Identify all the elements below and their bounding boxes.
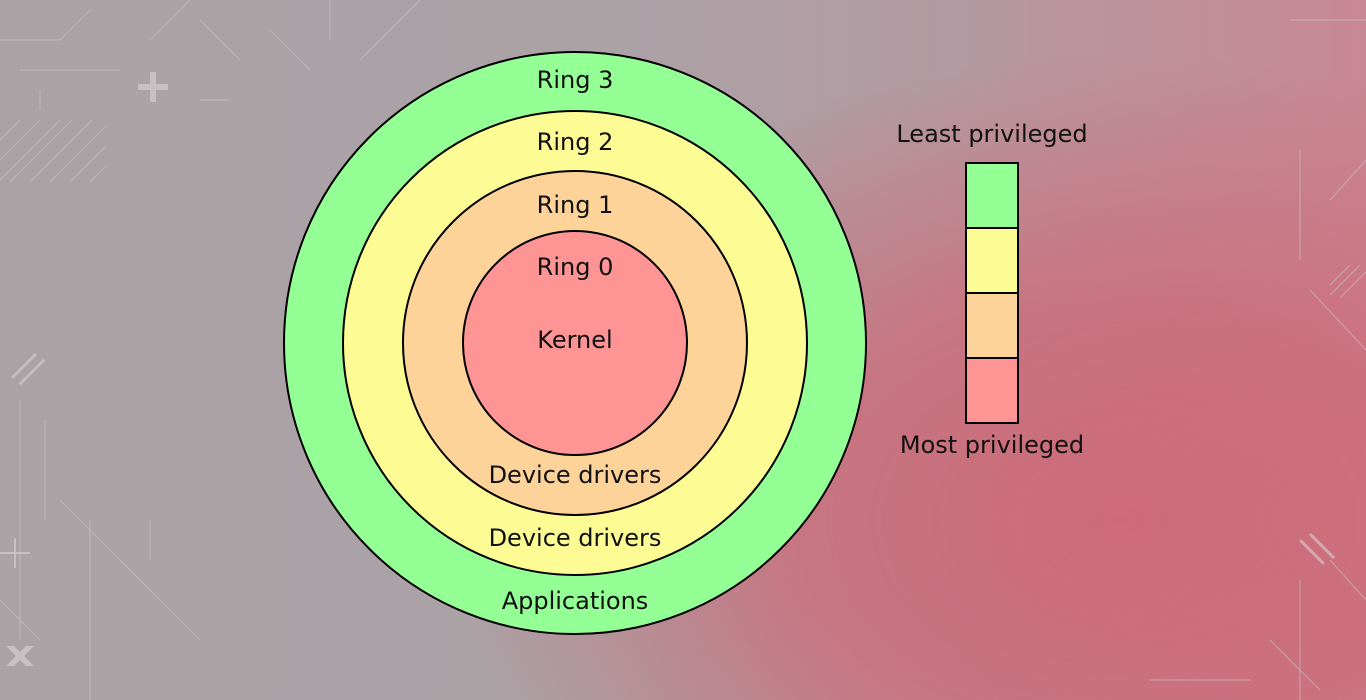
legend-top-label: Least privileged xyxy=(896,120,1087,148)
scale-segment-ring-0 xyxy=(965,357,1019,424)
background-hatch xyxy=(0,119,1366,299)
ring-0-circle xyxy=(462,230,688,456)
ring-1-label: Ring 1 xyxy=(537,191,614,219)
ring-2-label: Ring 2 xyxy=(537,128,614,156)
ring-3-label: Ring 3 xyxy=(537,66,614,94)
ring-3-role-label: Applications xyxy=(502,587,649,615)
legend-bottom-label: Most privileged xyxy=(900,431,1084,459)
background-glyphs xyxy=(0,72,168,666)
scale-segment-ring-1 xyxy=(965,292,1019,359)
ring-0-role-label: Kernel xyxy=(537,326,612,354)
ring-1-role-label: Device drivers xyxy=(489,461,662,489)
scale-segment-ring-3 xyxy=(965,162,1019,229)
ring-0-label: Ring 0 xyxy=(537,253,614,281)
scale-segment-ring-2 xyxy=(965,227,1019,294)
privilege-scale xyxy=(965,162,1019,424)
ring-2-role-label: Device drivers xyxy=(489,524,662,552)
background-slashes xyxy=(10,352,1336,566)
